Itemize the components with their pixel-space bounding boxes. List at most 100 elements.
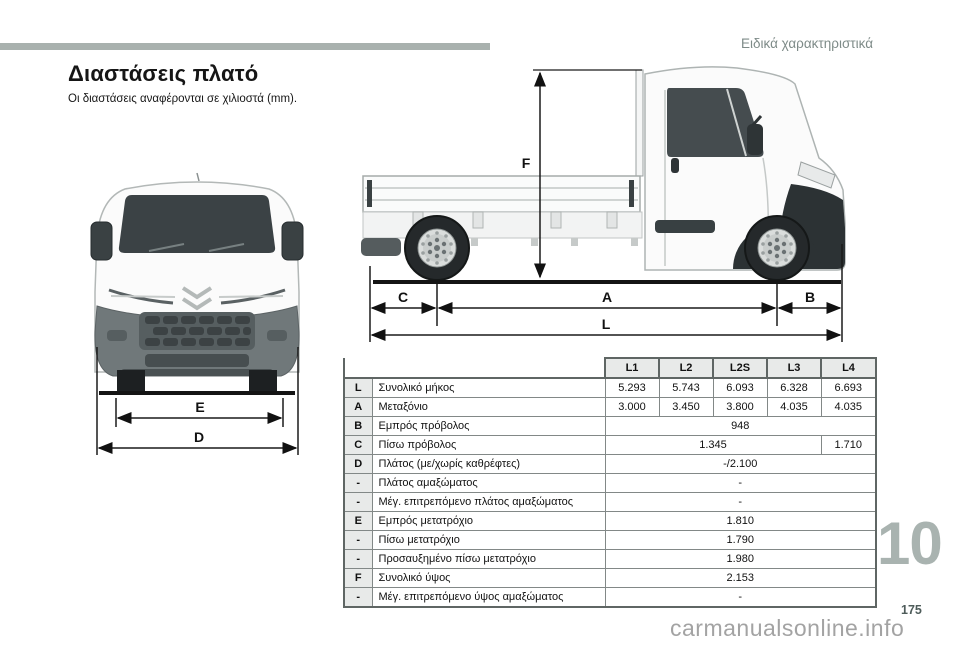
column-header-l4: L4	[820, 357, 877, 379]
door-window	[667, 88, 764, 157]
row-label: -	[343, 549, 373, 569]
cell-value: 5.743	[658, 377, 714, 398]
front-view-diagram: E D	[90, 172, 304, 455]
row-description: Μέγ. επιτρεπόμενο πλάτος αμαξώματος	[371, 492, 606, 512]
cell-value: 3.450	[658, 397, 714, 417]
row-label: -	[343, 473, 373, 493]
row-description: Πλάτος (με/χωρίς καθρέφτες)	[371, 454, 606, 474]
row-description: Προσαυξημένο πίσω μετατρόχιο	[371, 549, 606, 569]
cell-value: 6.693	[820, 377, 877, 398]
row-description: Μεταξόνιο	[371, 397, 606, 417]
front-wheel	[744, 215, 810, 281]
cell-value: 6.328	[766, 377, 822, 398]
underbody-brackets	[471, 238, 638, 246]
page-number: 175	[901, 603, 922, 617]
row-description: Πλάτος αμαξώματος	[371, 473, 606, 493]
cell-value-merged: 2.153	[604, 568, 877, 588]
table-header-row: L1 L2 L2S L3 L4	[343, 357, 877, 379]
column-header-l2: L2	[658, 357, 714, 379]
mirror-arm	[751, 115, 763, 126]
dimension-f	[533, 69, 642, 279]
citroen-chevrons-logo	[181, 286, 213, 311]
table-row: - Μέγ. επιτρεπόμενο ύψος αμαξώματος -	[343, 587, 877, 608]
table-row: L Συνολικό μήκος 5.293 5.743 6.093 6.328…	[343, 377, 877, 398]
fog-light-right	[267, 330, 287, 341]
table-row: - Μέγ. επιτρεπόμενο πλάτος αμαξώματος -	[343, 492, 877, 512]
dim-label-f: F	[522, 155, 531, 171]
cell-value: 4.035	[766, 397, 822, 417]
windshield	[118, 195, 276, 253]
van-front-body	[90, 172, 304, 395]
row-description: Πίσω μετατρόχιο	[371, 530, 606, 550]
row-description: Εμπρός πρόβολος	[371, 416, 606, 436]
dim-label-c: C	[398, 289, 408, 305]
headlight	[797, 161, 836, 189]
table-row: - Πλάτος αμαξώματος -	[343, 473, 877, 493]
dim-label-l: L	[602, 316, 611, 332]
cell-value-merged: -	[604, 587, 877, 608]
row-description: Μέγ. επιτρεπόμενο ύψος αμαξώματος	[371, 587, 606, 608]
watermark: carmanualsonline.info	[670, 615, 905, 641]
cell-value-merged: 1.345	[604, 435, 822, 455]
cell-value: 6.093	[712, 377, 768, 398]
cell-value-merged: 1.790	[604, 530, 877, 550]
column-header-l1: L1	[604, 357, 660, 379]
row-label: B	[343, 416, 373, 436]
cell-value-merged: -/2.100	[604, 454, 877, 474]
table-row: C Πίσω πρόβολος 1.345 1.710	[343, 435, 877, 455]
window-divider	[726, 88, 747, 157]
cell-value-merged: -	[604, 492, 877, 512]
dim-label-e: E	[195, 399, 204, 415]
bed-latch-front	[629, 180, 634, 207]
page-title: Διαστάσεις πλατό	[68, 61, 259, 86]
wheel-left	[117, 370, 145, 391]
row-label: C	[343, 435, 373, 455]
bed-headboard	[635, 69, 644, 177]
dimensions-table: L1 L2 L2S L3 L4 L Συνολικό μήκος 5.293 5…	[343, 357, 877, 608]
headlight-right	[220, 288, 286, 305]
row-label: -	[343, 587, 373, 608]
lower-air-intake	[145, 354, 249, 367]
table-row: - Προσαυξημένο πίσω μετατρόχιο 1.980	[343, 549, 877, 569]
cell-value: 4.035	[820, 397, 877, 417]
flatbed-truck-body	[361, 66, 846, 284]
cell-value: 5.293	[604, 377, 660, 398]
table-row: A Μεταξόνιο 3.000 3.450 3.800 4.035 4.03…	[343, 397, 877, 417]
column-header-l2s: L2S	[712, 357, 768, 379]
dimension-e	[115, 398, 284, 427]
wiper-left	[148, 243, 185, 252]
mirror	[747, 124, 763, 155]
page-subtitle: Οι διαστάσεις αναφέρονται σε χιλιοστά (m…	[68, 93, 298, 105]
row-description: Εμπρός μετατρόχιο	[371, 511, 606, 531]
chrome-trim-right	[218, 295, 284, 298]
cell-value-merged: 1.810	[604, 511, 877, 531]
table-row: E Εμπρός μετατρόχιο 1.810	[343, 511, 877, 531]
stake-pockets	[412, 211, 618, 229]
table-row: D Πλάτος (με/χωρίς καθρέφτες) -/2.100	[343, 454, 877, 474]
ground-line	[99, 391, 295, 395]
side-view-diagram: F C A B L	[361, 66, 846, 342]
row-label: A	[343, 397, 373, 417]
table-row: B Εμπρός πρόβολος 948	[343, 416, 877, 436]
mirror-right	[281, 221, 304, 261]
cell-value-merged: 948	[604, 416, 877, 436]
cell-value: 3.000	[604, 397, 660, 417]
row-label: D	[343, 454, 373, 474]
row-label: E	[343, 511, 373, 531]
chapter-number: 10	[877, 510, 943, 577]
bumper-lip	[121, 369, 273, 376]
dimension-d	[96, 347, 299, 455]
cell-value: 3.800	[712, 397, 768, 417]
mirror-left	[90, 221, 113, 261]
row-description: Πίσω πρόβολος	[371, 435, 606, 455]
row-description: Συνολικό μήκος	[371, 377, 606, 398]
row-label: L	[343, 377, 373, 398]
wiper-right	[208, 243, 245, 252]
rear-underbody	[361, 238, 401, 256]
cell-value-merged: -	[604, 473, 877, 493]
rear-wheel	[404, 215, 470, 281]
door-handle	[671, 158, 679, 173]
table-row: F Συνολικό ύψος 2.153	[343, 568, 877, 588]
running-header: Ειδικά χαρακτηριστικά	[741, 36, 873, 51]
cell-value: 1.710	[820, 435, 877, 455]
